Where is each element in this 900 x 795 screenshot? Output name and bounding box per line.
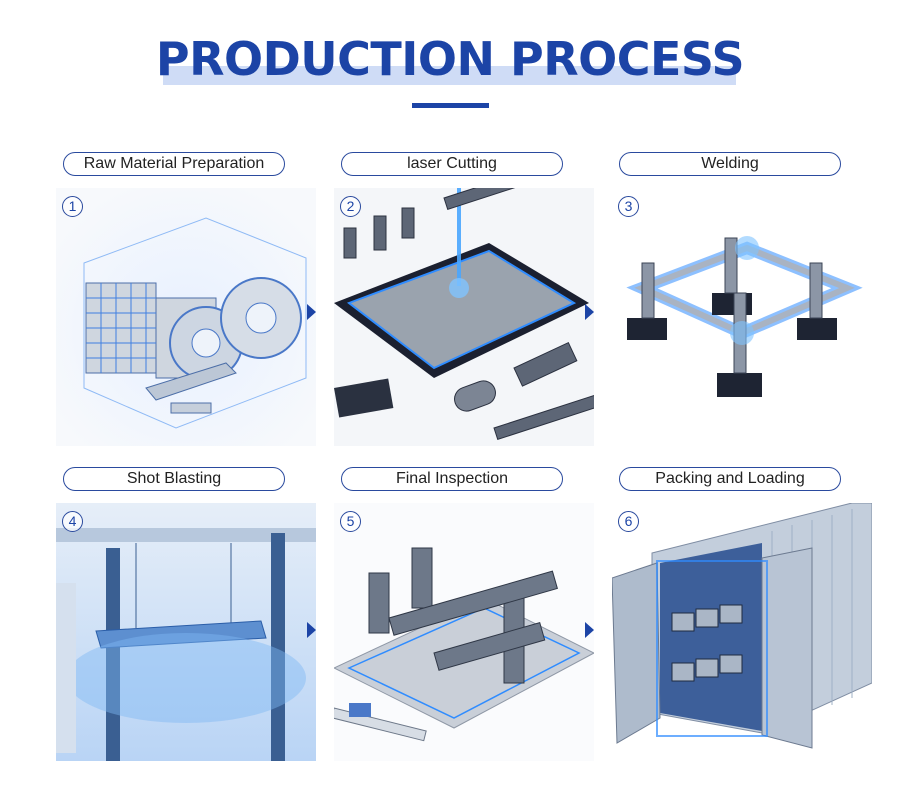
step-number-badge: 5 <box>340 511 361 532</box>
step-label-pill: Final Inspection <box>341 467 563 491</box>
title-underline <box>412 103 489 108</box>
step-number-badge: 6 <box>618 511 639 532</box>
next-step-arrow-icon <box>307 304 316 320</box>
next-step-arrow-icon <box>585 304 594 320</box>
step-image-final-inspection: 5 <box>334 503 594 761</box>
step-image-packing-and-loading: 6 <box>612 503 872 761</box>
step-label-pill: Packing and Loading <box>619 467 841 491</box>
step-image-laser-cutting: 2 <box>334 188 594 446</box>
next-step-arrow-icon <box>307 622 316 638</box>
next-step-arrow-icon <box>585 622 594 638</box>
step-label-pill: Raw Material Preparation <box>63 152 285 176</box>
step-label-pill: Welding <box>619 152 841 176</box>
title-highlight-band <box>163 66 736 85</box>
step-label-pill: Shot Blasting <box>63 467 285 491</box>
step-image-welding: 3 <box>612 188 872 446</box>
step-number-badge: 2 <box>340 196 361 217</box>
header: PRODUCTION PROCESS <box>0 28 900 90</box>
step-number-badge: 3 <box>618 196 639 217</box>
step-label-pill: laser Cutting <box>341 152 563 176</box>
step-image-shot-blasting: 4 <box>56 503 316 761</box>
step-number-badge: 4 <box>62 511 83 532</box>
page-title: PRODUCTION PROCESS <box>155 32 745 86</box>
step-number-badge: 1 <box>62 196 83 217</box>
step-image-raw-materials: 1 <box>56 188 316 446</box>
